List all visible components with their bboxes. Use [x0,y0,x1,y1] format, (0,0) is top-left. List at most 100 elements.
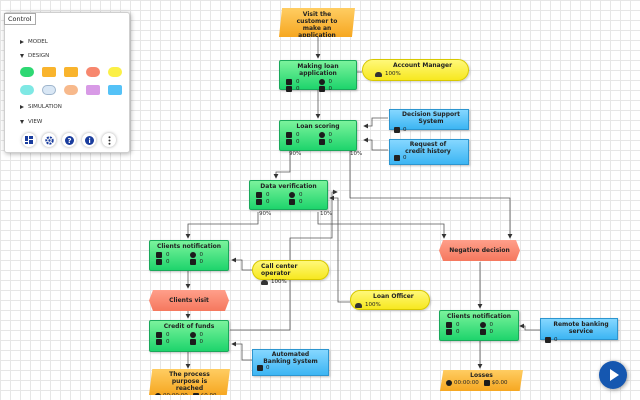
activity-making-loan-application[interactable]: Making loan application 0 0 0 0 [279,60,357,92]
tool-activity[interactable] [20,67,34,77]
check-icon [286,132,292,138]
person-icon [156,259,162,265]
people-icon [375,71,382,77]
alarm-icon [318,79,325,85]
percent-label: 90% [259,211,272,217]
more-icon [108,135,110,145]
resource-title: Call center operator [261,263,298,277]
svg-text:?: ? [67,137,71,145]
tool-note[interactable] [86,85,100,95]
event-clients-visit[interactable]: Clients visit [149,290,229,311]
resource-call-center-operator[interactable]: Call center operator 100% [252,260,329,285]
tool-decision[interactable] [86,67,100,77]
alarm-icon [479,322,486,328]
control-tab[interactable]: Control [4,13,36,25]
money-icon [289,199,295,205]
gear-icon [44,135,54,145]
tool-start-event[interactable] [42,67,56,77]
system-credit-history[interactable]: Request of credit history 0 [389,139,469,165]
activity-clients-notification-left[interactable]: Clients notification 0 0 0 0 [149,240,229,271]
money-icon [318,139,325,145]
person-icon [156,339,162,345]
check-icon [257,365,263,371]
system-decision-support[interactable]: Decision Support System 0 [389,109,469,133]
resource-title: Loan Officer [373,293,414,300]
tool-resource[interactable] [108,67,122,77]
tool-subprocess[interactable] [20,85,34,95]
tool-process[interactable] [64,85,78,95]
clock-icon [155,393,161,395]
resource-title: Account Manager [393,62,453,69]
person-icon [446,329,452,335]
section-view[interactable]: VIEW [20,119,42,125]
percent-label: 90% [289,151,302,157]
system-title: Automated Banking System [263,351,318,365]
money-icon [318,86,325,92]
section-model[interactable]: MODEL [20,39,48,45]
activity-loan-scoring[interactable]: Loan scoring 0 0 0 0 [279,120,357,151]
end-event-losses[interactable]: Losses 00:00:00 $0.00 [440,370,523,391]
tool-group[interactable] [42,85,56,95]
check-icon [394,127,400,133]
person-icon [256,199,262,205]
check-icon [446,322,452,328]
help-button[interactable]: ? [62,133,76,147]
decision-negative[interactable]: Negative decision [439,240,520,261]
alarm-icon [289,192,295,198]
check-icon [156,332,162,338]
money-icon [192,393,199,395]
system-automated-banking[interactable]: Automated Banking System 0 [252,349,329,376]
control-panel: MODEL DESIGN SIMULATION VIEW ? [4,12,130,153]
play-button[interactable] [599,361,627,389]
more-button[interactable] [102,133,116,147]
activity-credit-of-funds[interactable]: Credit of funds 0 0 0 0 [149,320,229,352]
grid-button[interactable] [22,133,36,147]
check-icon [286,79,292,85]
activity-title: Credit of funds [163,323,215,330]
money-icon [189,339,196,345]
expand-icon [20,40,24,44]
alarm-icon [189,332,196,338]
check-icon [545,337,551,343]
tool-end-event[interactable] [64,67,78,77]
system-remote-banking[interactable]: Remote banking service 0 [540,318,618,343]
alarm-icon [318,132,325,138]
person-icon [286,86,292,92]
money-icon [479,329,486,335]
check-icon [256,192,262,198]
start-event-title: Visit the customer to make an applicatio… [296,11,338,39]
system-title: Remote banking service [553,321,609,335]
grid-icon [25,136,33,144]
help-icon: ? [64,135,74,145]
decision-title: Negative decision [449,247,510,254]
expand-icon [20,105,24,109]
tool-system[interactable] [108,85,122,95]
start-event[interactable]: Visit the customer to make an applicatio… [279,8,355,37]
section-design[interactable]: DESIGN [20,53,49,59]
alarm-icon [189,252,196,258]
money-icon [189,259,196,265]
info-button[interactable] [82,133,96,147]
info-icon [84,135,94,145]
activity-title: Loan scoring [296,123,340,130]
end-event-reached[interactable]: The process purpose is reached 00:00:00 … [149,369,230,395]
clock-icon [446,380,452,386]
end-event-title: Losses [470,372,493,379]
activity-clients-notification-right[interactable]: Clients notification 0 0 0 0 [439,310,519,341]
activity-data-verification[interactable]: Data verification 0 0 0 0 [249,180,328,210]
play-icon [610,369,619,381]
activity-title: Clients notification [446,313,512,320]
resource-account-manager[interactable]: Account Manager 100% [362,59,469,81]
money-icon [483,380,490,386]
activity-title: Making loan application [297,63,339,77]
end-event-title: The process purpose is reached [169,371,210,392]
check-icon [156,252,162,258]
resource-loan-officer[interactable]: Loan Officer 100% [350,290,430,310]
system-title: Request of credit history [405,141,451,155]
activity-title: Data verification [260,183,317,190]
collapse-icon [20,54,24,58]
settings-button[interactable] [42,133,56,147]
section-simulation[interactable]: SIMULATION [20,104,62,110]
percent-label: 10% [320,211,333,217]
